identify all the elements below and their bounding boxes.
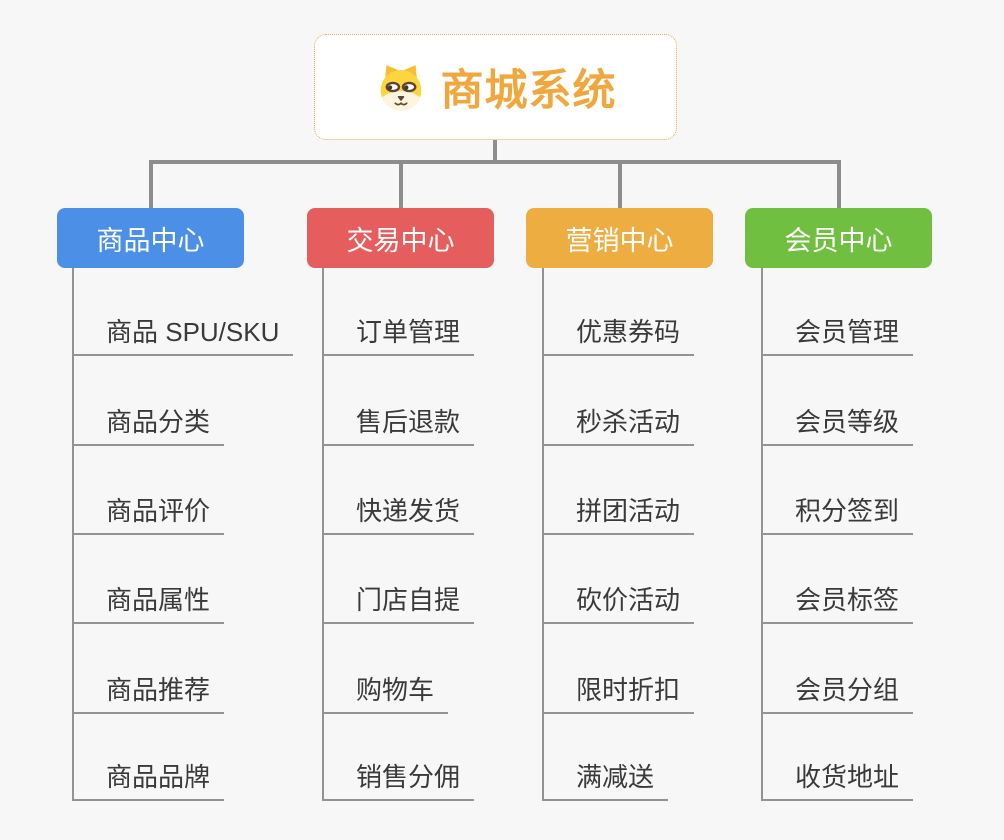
leaf-node[interactable]: 优惠券码 [542,314,695,356]
root-title: 商城系统 [440,67,617,115]
leaf-node[interactable]: 秒杀活动 [542,404,695,446]
leaf-node[interactable]: 满减送 [542,759,669,801]
leaf-node[interactable]: 商品属性 [72,582,225,624]
leaf-node[interactable]: 商品 SPU/SKU [72,314,294,356]
leaf-node[interactable]: 商品评价 [72,493,225,535]
leaf-node[interactable]: 商品品牌 [72,759,225,801]
leaf-node[interactable]: 购物车 [322,672,449,714]
connector-branch-drop-2 [398,160,403,208]
leaf-node[interactable]: 收货地址 [761,759,914,801]
connector-root-stub [493,140,497,164]
branch-node-3[interactable]: 营销中心 [526,208,713,268]
connector-horizontal-bar [148,160,841,164]
connector-branch-drop-1 [148,160,153,208]
leaf-node[interactable]: 拼团活动 [542,493,695,535]
leaf-node[interactable]: 砍价活动 [542,582,695,624]
leaf-node[interactable]: 售后退款 [322,404,475,446]
root-node[interactable]: 商城系统 [314,34,677,140]
connector-branch-drop-3 [617,160,622,208]
leaf-node[interactable]: 快递发货 [322,493,475,535]
leaf-node[interactable]: 门店自提 [322,582,475,624]
leaf-node[interactable]: 积分签到 [761,493,914,535]
leaf-node[interactable]: 销售分佣 [322,759,475,801]
branch-node-4[interactable]: 会员中心 [745,208,932,268]
leaf-node[interactable]: 订单管理 [322,314,475,356]
leaf-node[interactable]: 限时折扣 [542,672,695,714]
leaf-node[interactable]: 会员管理 [761,314,914,356]
leaf-node[interactable]: 会员等级 [761,404,914,446]
leaf-node[interactable]: 商品推荐 [72,672,225,714]
dog-face-icon [380,65,421,111]
connector-branch-drop-4 [836,160,841,208]
branch-node-1[interactable]: 商品中心 [57,208,244,268]
branch-node-2[interactable]: 交易中心 [307,208,494,268]
leaf-node[interactable]: 会员分组 [761,672,914,714]
leaf-node[interactable]: 商品分类 [72,404,225,446]
leaf-node[interactable]: 会员标签 [761,582,914,624]
